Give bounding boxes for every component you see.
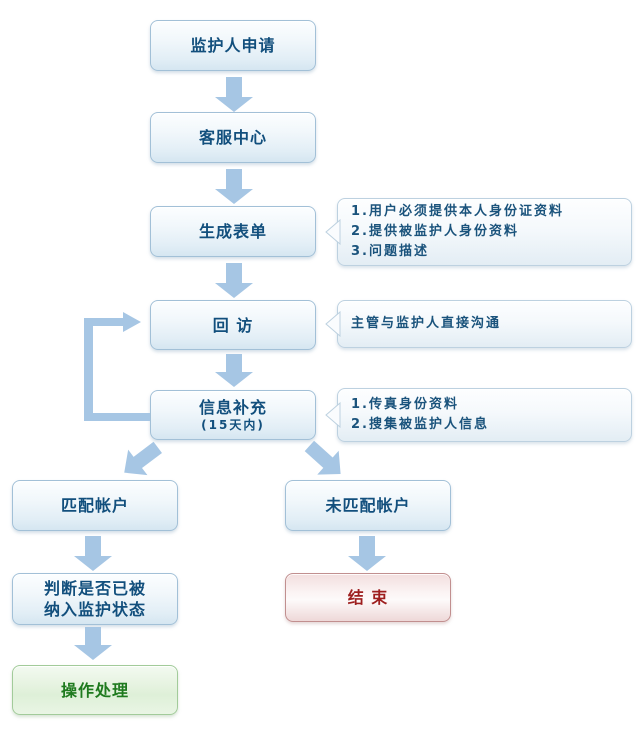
callout-visit-note: 主管与监护人直接沟通 — [325, 300, 632, 348]
node-label-generate-form: 生成表单 — [198, 222, 267, 241]
callout-form-line2: 2.提供被监护人身份资料 — [351, 224, 519, 239]
arrow-unmatched-to-end — [348, 536, 386, 571]
arrow-supplement-to-unmatched — [304, 440, 341, 475]
arrow-loop-supplement-to-visit — [84, 312, 150, 421]
node-sublabel-15-days: (15天内) — [201, 417, 265, 432]
arrow-form-to-visit — [215, 263, 253, 298]
flow-node-end: 结 束 — [285, 573, 451, 622]
node-label-info-supplement: 信息补充 — [198, 397, 267, 417]
callout-supplement-note: 1.传真身份资料 2.搜集被监护人信息 — [325, 388, 632, 442]
callout-form-line1: 1.用户必须提供本人身份证资料 — [351, 204, 564, 219]
callout-pointer-icon — [325, 219, 341, 245]
node-label-matched-account: 匹配帐户 — [60, 496, 129, 515]
node-label-judge-line2: 纳入监护状态 — [43, 600, 146, 619]
flow-node-follow-up-visit: 回 访 — [150, 300, 316, 350]
flow-node-unmatched-account: 未匹配帐户 — [285, 480, 451, 531]
arrow-supplement-to-matched — [124, 441, 162, 476]
node-label-service-center: 客服中心 — [198, 128, 267, 147]
node-label-follow-up-visit: 回 访 — [212, 315, 254, 335]
callout-supplement-line2: 2.搜集被监护人信息 — [351, 417, 489, 432]
flow-node-info-supplement: 信息补充 (15天内) — [150, 390, 316, 440]
node-label-end: 结 束 — [347, 588, 389, 607]
node-label-guardian-apply: 监护人申请 — [190, 36, 276, 55]
arrow-apply-to-service — [215, 77, 253, 112]
arrow-visit-to-supplement-stippled — [215, 354, 253, 387]
arrow-matched-to-judge — [74, 536, 112, 571]
flow-node-generate-form: 生成表单 — [150, 206, 316, 257]
flow-node-operation-process: 操作处理 — [12, 665, 178, 715]
flow-node-judge-guardian-status: 判断是否已被 纳入监护状态 — [12, 573, 178, 625]
callout-supplement-line1: 1.传真身份资料 — [351, 397, 459, 412]
callout-pointer-icon — [325, 311, 341, 337]
callout-form-line3: 3.问题描述 — [351, 244, 429, 259]
node-label-operation-process: 操作处理 — [60, 680, 129, 700]
callout-visit-line1: 主管与监护人直接沟通 — [351, 316, 502, 331]
flow-node-service-center: 客服中心 — [150, 112, 316, 163]
callout-pointer-icon — [325, 402, 341, 428]
node-label-unmatched-account: 未匹配帐户 — [325, 496, 411, 515]
node-label-judge-line1: 判断是否已被 — [43, 579, 146, 598]
flow-node-guardian-apply: 监护人申请 — [150, 20, 316, 71]
flow-node-matched-account: 匹配帐户 — [12, 480, 178, 531]
arrow-judge-to-process — [74, 627, 112, 660]
arrow-service-to-form — [215, 169, 253, 204]
callout-form-requirements: 1.用户必须提供本人身份证资料 2.提供被监护人身份资料 3.问题描述 — [325, 198, 632, 266]
